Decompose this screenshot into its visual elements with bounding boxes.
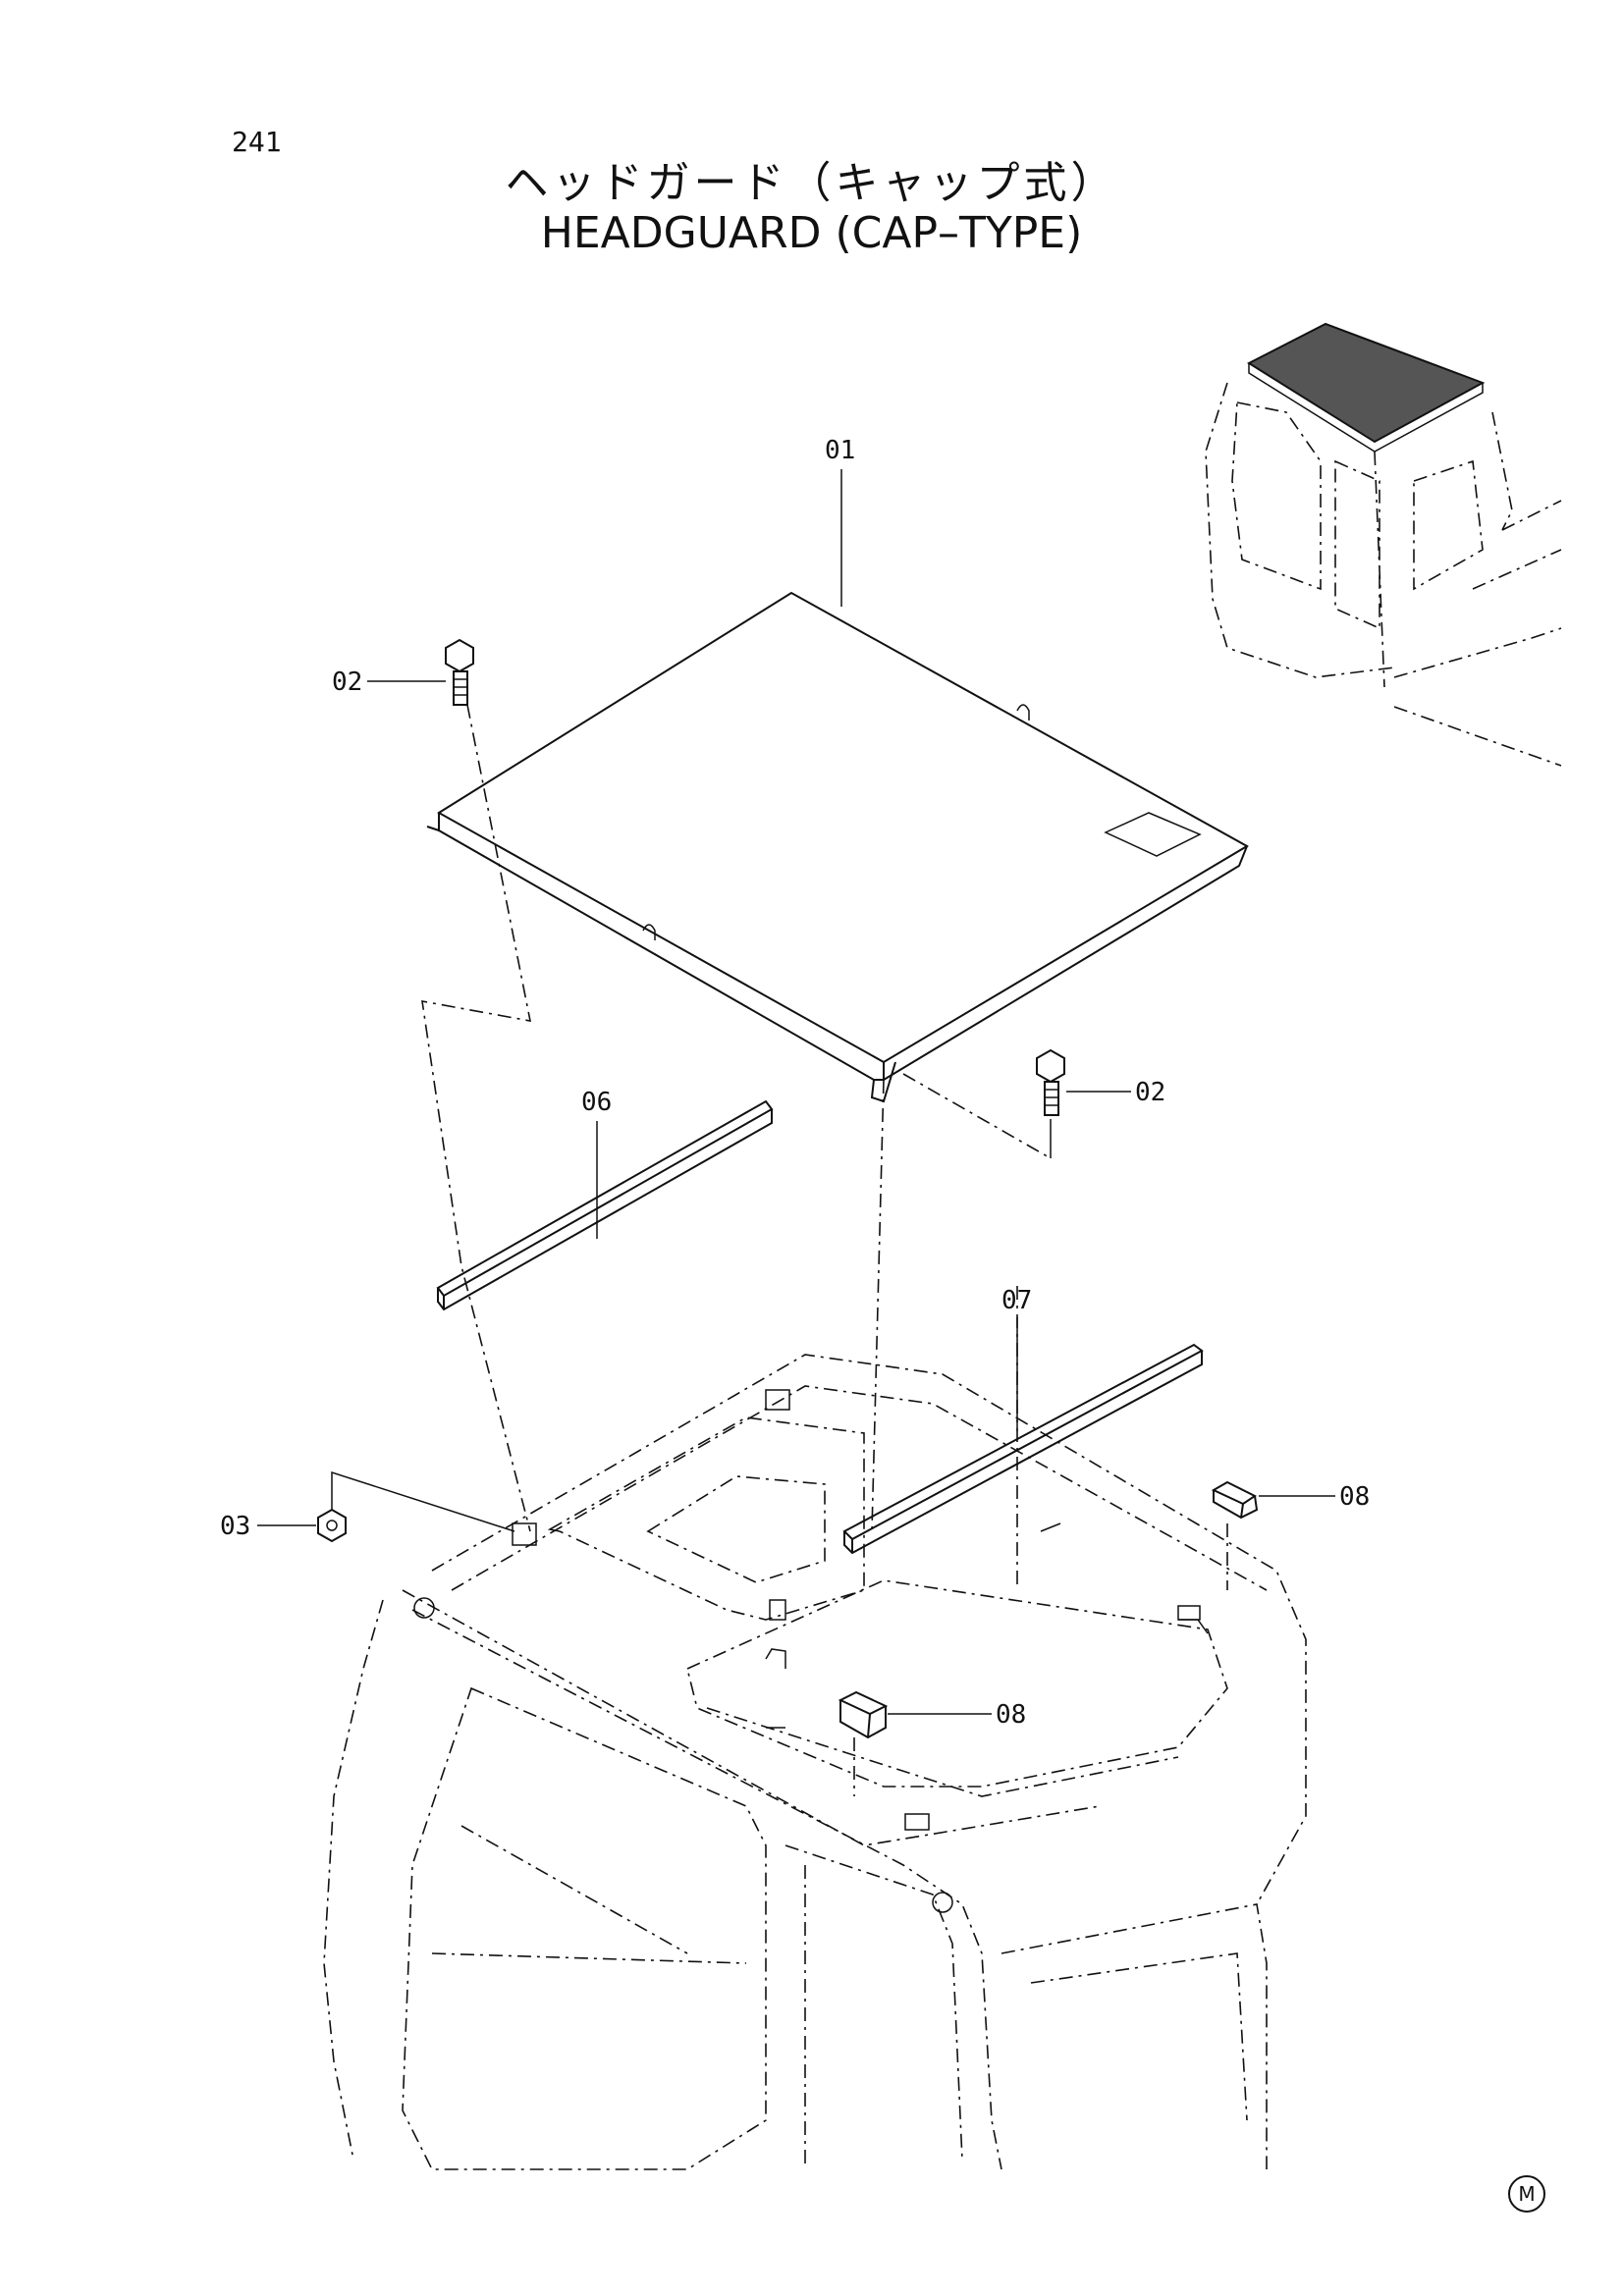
corner-mark: M — [1508, 2175, 1545, 2213]
part-01-headguard-cover — [426, 591, 1250, 1103]
callout-03: 03 — [220, 1512, 251, 1541]
callout-02-lower: 02 — [1135, 1078, 1166, 1107]
part-02-bolt-upper — [445, 638, 474, 706]
callout-06: 06 — [581, 1088, 613, 1117]
assembly-lines — [331, 704, 1228, 1796]
part-02-bolt-lower — [1036, 1048, 1065, 1116]
title-japanese: ヘッドガード（キャップ式） — [505, 158, 1118, 208]
callout-02-upper: 02 — [332, 667, 363, 697]
inset-cab-view — [1205, 322, 1562, 767]
cab-body — [323, 1354, 1307, 2170]
part-08-cap-lower — [838, 1690, 889, 1739]
part-08-cap-upper — [1211, 1480, 1259, 1520]
part-03-nut — [317, 1508, 347, 1543]
callout-01: 01 — [825, 436, 856, 465]
title-english: HEADGUARD (CAP–TYPE) — [540, 208, 1083, 258]
callout-08-lower: 08 — [996, 1700, 1027, 1730]
inset-headguard-mesh — [1246, 322, 1486, 444]
part-06-flat-bar — [436, 1099, 774, 1311]
callout-08-upper: 08 — [1339, 1482, 1371, 1512]
page-number: 241 — [232, 126, 282, 158]
leader-lines — [257, 469, 1335, 1715]
callout-07: 07 — [1001, 1286, 1033, 1315]
part-07-flat-bar — [842, 1343, 1204, 1555]
